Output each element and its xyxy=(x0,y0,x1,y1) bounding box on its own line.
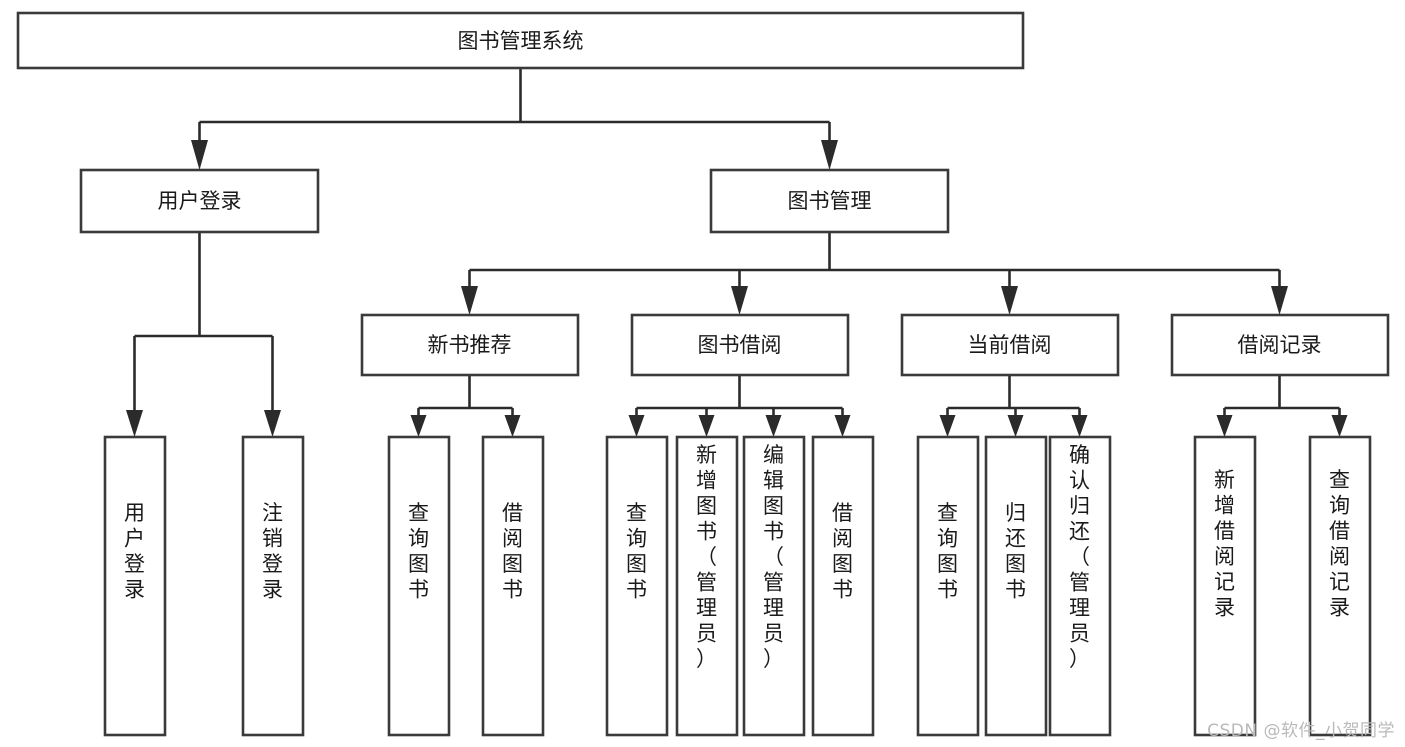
node-leaf-add-record[interactable]: 新增借阅记录 xyxy=(1193,435,1257,737)
node-book-borrow[interactable]: 图书借阅 xyxy=(630,313,850,377)
connector-group-book-manage-to-level3 xyxy=(461,232,1288,315)
node-leaf-return-book-label: 归还图书 xyxy=(1005,501,1026,602)
arrowhead-user-login xyxy=(191,140,208,170)
node-leaf-user-login-label: 用户登录 xyxy=(124,501,145,602)
node-leaf-user-login[interactable]: 用户登录 xyxy=(103,435,167,737)
connector-group-new-book-rec-to-leaves xyxy=(410,375,521,437)
node-leaf-edit-book-label: 编辑图书（管理员） xyxy=(763,443,784,671)
node-leaf-add-record-label: 新增借阅记录 xyxy=(1214,468,1235,620)
node-current-borrow-label: 当前借阅 xyxy=(968,333,1052,357)
node-leaf-query-book-1-label: 查询图书 xyxy=(408,501,429,602)
arrowhead-leaf-user-logout xyxy=(264,410,281,437)
node-leaf-borrow-book-1[interactable]: 借阅图书 xyxy=(481,435,545,737)
arrowhead-book-borrow xyxy=(731,286,748,315)
arrowhead-leaf-confirm-return xyxy=(1071,415,1088,437)
node-book-manage[interactable]: 图书管理 xyxy=(709,168,950,234)
node-new-book-rec[interactable]: 新书推荐 xyxy=(360,313,580,377)
node-user-login-label: 用户登录 xyxy=(158,189,242,213)
arrowhead-leaf-add-book xyxy=(698,415,715,437)
connector-group-current-borrow-to-leaves xyxy=(939,375,1088,437)
node-leaf-query-book-3-box[interactable] xyxy=(916,435,980,737)
node-leaf-edit-book[interactable]: 编辑图书（管理员） xyxy=(742,435,806,737)
node-leaf-query-book-1-box[interactable] xyxy=(387,435,451,737)
node-leaf-add-book[interactable]: 新增图书（管理员） xyxy=(675,435,739,737)
node-new-book-rec-label: 新书推荐 xyxy=(428,333,512,357)
node-book-manage-label: 图书管理 xyxy=(788,189,872,213)
connector-group-root-to-level2 xyxy=(191,68,838,170)
node-leaf-borrow-book-1-box[interactable] xyxy=(481,435,545,737)
node-leaf-return-book[interactable]: 归还图书 xyxy=(984,435,1048,737)
arrowhead-leaf-return-book xyxy=(1007,415,1024,437)
node-leaf-query-book-1[interactable]: 查询图书 xyxy=(387,435,451,737)
arrowhead-leaf-query-book-2 xyxy=(628,415,645,437)
arrowhead-borrow-record xyxy=(1271,286,1288,315)
node-borrow-record[interactable]: 借阅记录 xyxy=(1170,313,1390,377)
node-leaf-add-book-label: 新增图书（管理员） xyxy=(696,443,717,671)
node-leaf-query-record-label: 查询借阅记录 xyxy=(1329,468,1350,620)
node-book-borrow-label: 图书借阅 xyxy=(698,333,782,357)
arrowhead-new-book-rec xyxy=(461,286,478,315)
node-leaf-query-record-box[interactable] xyxy=(1308,435,1372,737)
connector-group-book-borrow-to-leaves xyxy=(628,375,851,437)
node-leaf-user-login-box[interactable] xyxy=(103,435,167,737)
node-leaf-borrow-book-2-label: 借阅图书 xyxy=(832,501,853,602)
node-borrow-record-label: 借阅记录 xyxy=(1238,333,1322,357)
arrowhead-current-borrow xyxy=(1001,286,1018,315)
node-current-borrow-box[interactable] xyxy=(900,313,1120,377)
csdn-watermark: CSDN @软件_小贺同学 xyxy=(1207,721,1395,741)
node-borrow-record-box[interactable] xyxy=(1170,313,1390,377)
node-leaf-user-logout[interactable]: 注销登录 xyxy=(241,435,305,737)
node-leaf-edit-book-box[interactable] xyxy=(742,435,806,737)
node-leaf-return-book-box[interactable] xyxy=(984,435,1048,737)
node-leaf-query-book-3[interactable]: 查询图书 xyxy=(916,435,980,737)
node-leaf-query-record[interactable]: 查询借阅记录 xyxy=(1308,435,1372,737)
node-current-borrow[interactable]: 当前借阅 xyxy=(900,313,1120,377)
node-leaf-borrow-book-1-label: 借阅图书 xyxy=(502,501,523,602)
node-leaf-query-book-2[interactable]: 查询图书 xyxy=(605,435,669,737)
node-leaf-borrow-book-2[interactable]: 借阅图书 xyxy=(811,435,875,737)
node-leaf-query-book-3-label: 查询图书 xyxy=(937,501,958,602)
node-book-borrow-box[interactable] xyxy=(630,313,850,377)
node-leaf-user-logout-label: 注销登录 xyxy=(262,501,283,602)
node-user-login-box[interactable] xyxy=(79,168,320,234)
connector-group-borrow-record-to-leaves xyxy=(1216,375,1348,437)
arrowhead-leaf-query-book-1 xyxy=(410,415,427,437)
arrowhead-leaf-query-record xyxy=(1331,415,1348,437)
node-root-box[interactable] xyxy=(16,11,1025,70)
node-root-label: 图书管理系统 xyxy=(458,29,584,53)
arrowhead-leaf-user-login xyxy=(126,410,143,437)
node-leaf-query-book-2-box[interactable] xyxy=(605,435,669,737)
node-leaf-add-record-box[interactable] xyxy=(1193,435,1257,737)
arrowhead-leaf-edit-book xyxy=(765,415,782,437)
node-leaf-borrow-book-2-box[interactable] xyxy=(811,435,875,737)
node-leaf-confirm-return-label: 确认归还（管理员） xyxy=(1069,443,1090,671)
node-leaf-confirm-return-box[interactable] xyxy=(1048,435,1112,737)
connector-group-user-login-to-leaves xyxy=(126,232,281,437)
arrowhead-leaf-borrow-book-2 xyxy=(834,415,851,437)
arrowhead-book-manage xyxy=(821,140,838,170)
node-leaf-add-book-box[interactable] xyxy=(675,435,739,737)
arrowhead-leaf-add-record xyxy=(1216,415,1233,437)
node-leaf-confirm-return[interactable]: 确认归还（管理员） xyxy=(1048,435,1112,737)
node-leaf-query-book-2-label: 查询图书 xyxy=(626,501,647,602)
node-root[interactable]: 图书管理系统 xyxy=(16,11,1025,70)
arrowhead-leaf-query-book-3 xyxy=(939,415,956,437)
node-leaf-user-logout-box[interactable] xyxy=(241,435,305,737)
node-book-manage-box[interactable] xyxy=(709,168,950,234)
node-new-book-rec-box[interactable] xyxy=(360,313,580,377)
node-user-login[interactable]: 用户登录 xyxy=(79,168,320,234)
arrowhead-leaf-borrow-book-1 xyxy=(504,415,521,437)
